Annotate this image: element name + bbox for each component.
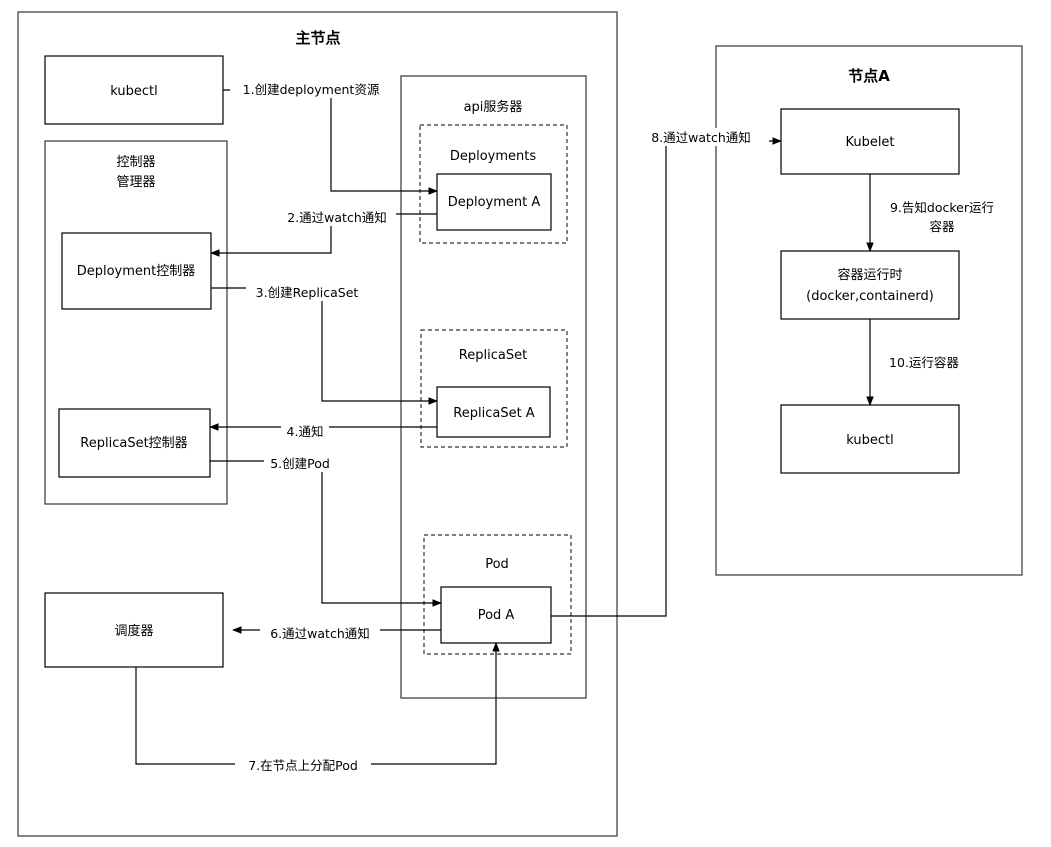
deployments-group-title: Deployments bbox=[450, 149, 537, 164]
edge-4-label: 4.通知 bbox=[287, 424, 324, 439]
deployment-controller-label: Deployment控制器 bbox=[77, 264, 196, 279]
edge-4: 4.通知 bbox=[209, 422, 437, 440]
edge-8-label: 8.通过watch通知 bbox=[651, 130, 751, 145]
deployment-a-label: Deployment A bbox=[448, 195, 541, 210]
kubectl-label: kubectl bbox=[110, 84, 157, 99]
container-runtime-line1: 容器运行时 bbox=[837, 267, 902, 283]
edge-8: 8.通过watch通知 bbox=[551, 128, 782, 617]
controller-manager-title-line1: 控制器 bbox=[116, 155, 155, 170]
kubelet-label: Kubelet bbox=[845, 135, 894, 150]
replicaset-controller-label: ReplicaSet控制器 bbox=[80, 436, 187, 451]
edge-10: 10.运行容器 bbox=[866, 319, 974, 406]
kubectl-box: kubectl bbox=[44, 55, 224, 125]
scheduler: 调度器 bbox=[44, 592, 224, 668]
edge-7: 7.在节点上分配Pod bbox=[135, 642, 500, 774]
edge-6: 6.通过watch通知 bbox=[232, 625, 441, 643]
edge-1-label: 1.创建deployment资源 bbox=[243, 82, 380, 97]
node-kubectl-label: kubectl bbox=[846, 433, 893, 448]
kubelet: Kubelet bbox=[780, 108, 960, 175]
replicaset-a-label: ReplicaSet A bbox=[453, 406, 535, 421]
edge-6-label: 6.通过watch通知 bbox=[270, 626, 370, 641]
edge-5-label: 5.创建Pod bbox=[270, 456, 330, 471]
pod-group: Pod Pod A bbox=[423, 534, 572, 655]
edge-7-label: 7.在节点上分配Pod bbox=[248, 758, 358, 773]
edge-9: 9.告知docker运行 容器 bbox=[866, 174, 1010, 252]
node-a-title: 节点A bbox=[848, 67, 890, 85]
edge-2: 2.通过watch通知 bbox=[210, 208, 437, 257]
scheduler-label: 调度器 bbox=[114, 623, 153, 639]
edge-1: 1.创建deployment资源 bbox=[223, 80, 438, 195]
edge-3-label: 3.创建ReplicaSet bbox=[256, 285, 359, 300]
replicaset-group-title: ReplicaSet bbox=[459, 348, 527, 363]
replicaset-controller: ReplicaSet控制器 bbox=[58, 408, 211, 478]
container-runtime-line2: (docker,containerd) bbox=[806, 289, 934, 304]
pod-a-box bbox=[440, 586, 552, 644]
edge-10-label: 10.运行容器 bbox=[889, 355, 959, 370]
edge-3: 3.创建ReplicaSet bbox=[211, 283, 438, 405]
replicaset-a-box bbox=[436, 386, 551, 438]
pod-group-title: Pod bbox=[485, 557, 509, 572]
deployment-a-box bbox=[436, 173, 552, 231]
container-runtime: 容器运行时 (docker,containerd) bbox=[780, 250, 960, 320]
edge-9-label-line2: 容器 bbox=[929, 219, 955, 234]
pod-a-label: Pod A bbox=[478, 608, 515, 623]
api-server-title: api服务器 bbox=[464, 99, 523, 115]
node-kubectl: kubectl bbox=[780, 404, 960, 474]
deployments-group: Deployments Deployment A bbox=[419, 124, 568, 244]
edge-5: 5.创建Pod bbox=[210, 454, 442, 607]
master-node-title: 主节点 bbox=[295, 29, 340, 47]
deployment-controller: Deployment控制器 bbox=[61, 232, 212, 310]
replicaset-group: ReplicaSet ReplicaSet A bbox=[420, 329, 568, 448]
edge-9-label-line1: 9.告知docker运行 bbox=[890, 200, 994, 215]
controller-manager-title-line2: 管理器 bbox=[116, 175, 155, 190]
edge-2-label: 2.通过watch通知 bbox=[287, 210, 387, 225]
